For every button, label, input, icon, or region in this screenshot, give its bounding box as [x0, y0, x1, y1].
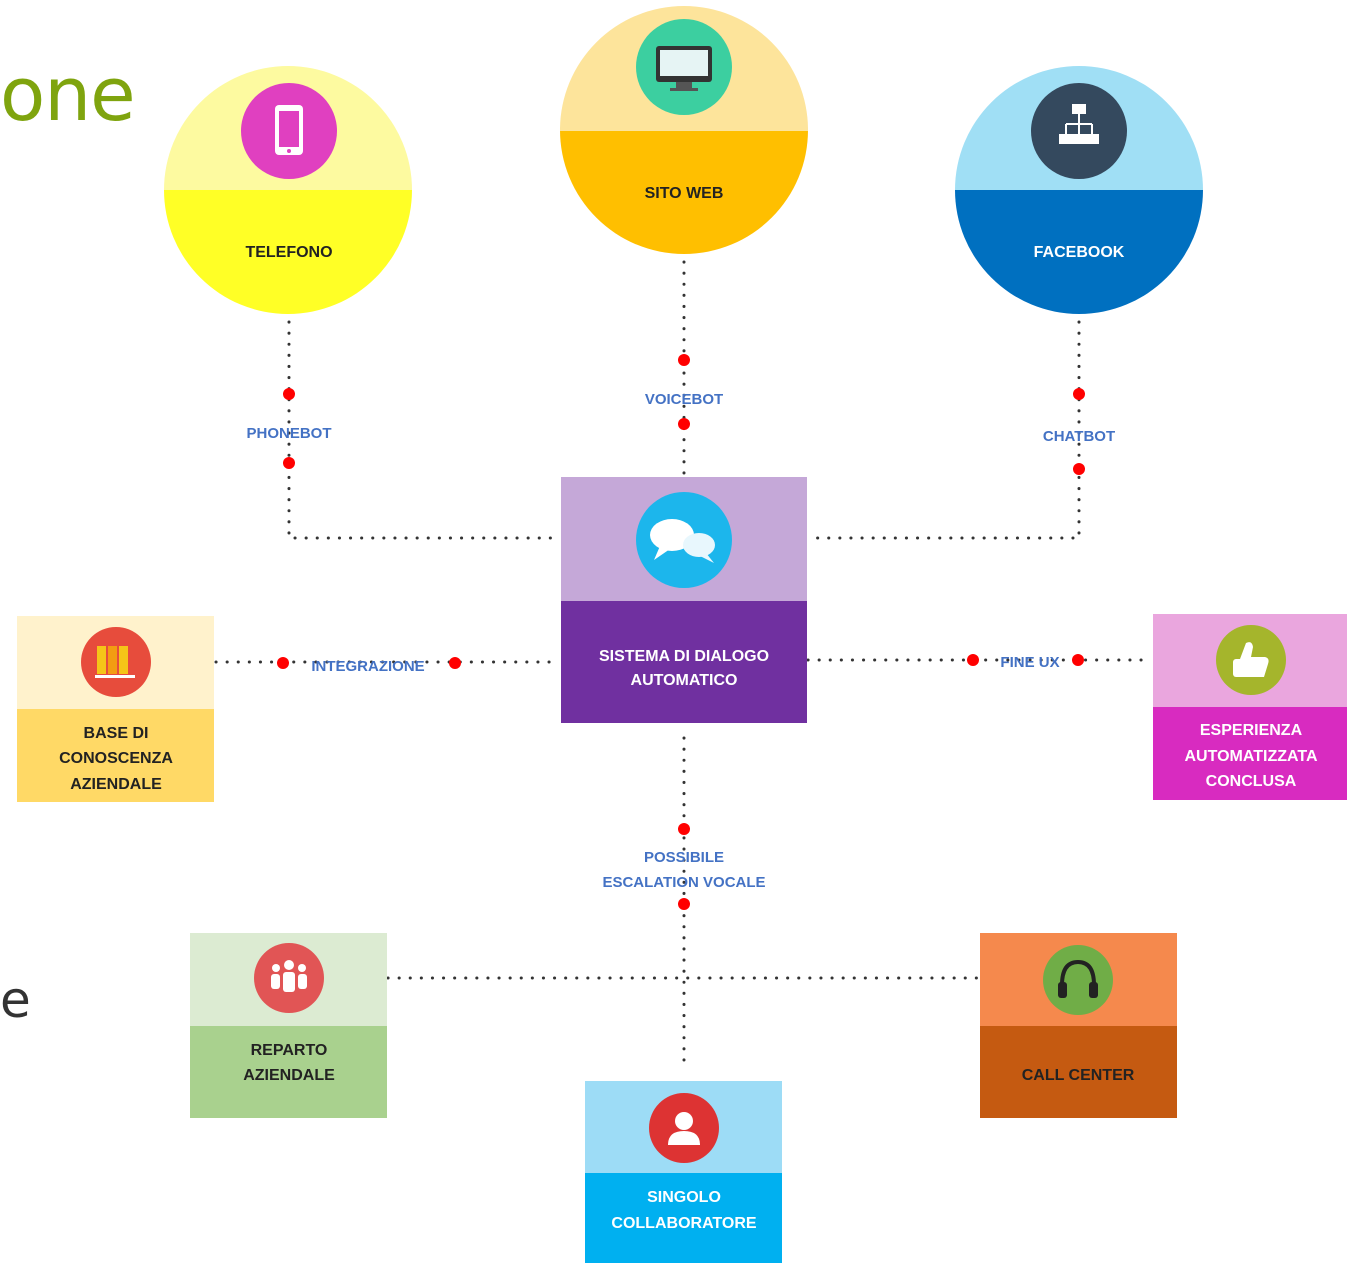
esperienza-label-line1: ESPERIENZA	[1200, 722, 1303, 739]
node-telefono: TELEFONO	[164, 66, 412, 314]
dot	[678, 354, 690, 366]
call-center-bottom	[980, 1026, 1177, 1118]
fine-ux-label: FINE UX	[1000, 654, 1059, 671]
node-singolo: SINGOLO COLLABORATORE	[585, 1081, 782, 1263]
books-icon	[95, 646, 135, 678]
center-label-line1: SISTEMA DI DIALOGO	[599, 648, 769, 665]
dot	[678, 418, 690, 430]
node-call-center: CALL CENTER	[980, 933, 1177, 1118]
telefono-label: TELEFONO	[245, 244, 332, 261]
esperienza-label-line2: AUTOMATIZZATA	[1184, 748, 1317, 765]
monitor-icon	[656, 46, 712, 91]
call-center-label: CALL CENTER	[1022, 1067, 1135, 1084]
singolo-label-line2: COLLABORATORE	[611, 1215, 757, 1232]
phonebot-label: PHONEBOT	[246, 425, 331, 442]
chatbot-label: CHATBOT	[1043, 428, 1115, 445]
reparto-label-line1: REPARTO	[251, 1042, 328, 1059]
connector-dots	[277, 354, 1085, 910]
node-sito-web: SITO WEB	[560, 6, 808, 254]
base-label-line2: CONOSCENZA	[59, 750, 173, 767]
dot	[277, 657, 289, 669]
sito-web-label: SITO WEB	[645, 185, 724, 202]
title-fragment: one	[0, 52, 136, 138]
headset-icon	[1058, 959, 1098, 998]
dot	[449, 657, 461, 669]
node-reparto: REPARTO AZIENDALE	[190, 933, 387, 1118]
singolo-bottom	[585, 1173, 782, 1263]
group-icon	[271, 960, 307, 992]
dot	[678, 823, 690, 835]
thumbs-up-icon	[1233, 642, 1269, 677]
dot	[1073, 463, 1085, 475]
node-facebook: FACEBOOK	[955, 66, 1203, 314]
voicebot-label: VOICEBOT	[645, 391, 723, 408]
sitemap-icon	[1059, 104, 1099, 144]
escalation-label-line1: POSSIBILE	[644, 849, 724, 866]
center-label-line2: AUTOMATICO	[631, 672, 738, 689]
base-label-line3: AZIENDALE	[70, 776, 162, 793]
dot	[1072, 654, 1084, 666]
integrazione-label: INTEGRAZIONE	[311, 658, 424, 675]
esperienza-bottom	[1153, 707, 1347, 800]
user-icon	[668, 1112, 700, 1145]
facebook-label: FACEBOOK	[1034, 244, 1125, 261]
base-label-line1: BASE DI	[84, 725, 149, 742]
center-bottom	[561, 601, 807, 723]
node-base-conoscenza: BASE DI CONOSCENZA AZIENDALE	[17, 616, 214, 802]
call-center-icon-bg	[1043, 945, 1113, 1015]
line-facebook	[806, 320, 1081, 540]
node-esperienza: ESPERIENZA AUTOMATIZZATA CONCLUSA	[1153, 614, 1347, 800]
chat-bubbles-icon	[650, 519, 715, 563]
singolo-label-line1: SINGOLO	[647, 1189, 721, 1206]
dot	[1073, 388, 1085, 400]
dot	[678, 898, 690, 910]
dot	[283, 388, 295, 400]
reparto-label-line2: AZIENDALE	[243, 1067, 335, 1084]
edge-fragment: e	[0, 971, 31, 1029]
node-sistema-dialogo: SISTEMA DI DIALOGO AUTOMATICO	[561, 477, 807, 723]
escalation-label-line2: ESCALATION VOCALE	[602, 874, 765, 891]
dot	[283, 457, 295, 469]
smartphone-icon	[275, 105, 303, 155]
dot	[967, 654, 979, 666]
esperienza-label-line3: CONCLUSA	[1206, 773, 1297, 790]
base-bottom	[17, 709, 214, 802]
reparto-bottom	[190, 1026, 387, 1118]
